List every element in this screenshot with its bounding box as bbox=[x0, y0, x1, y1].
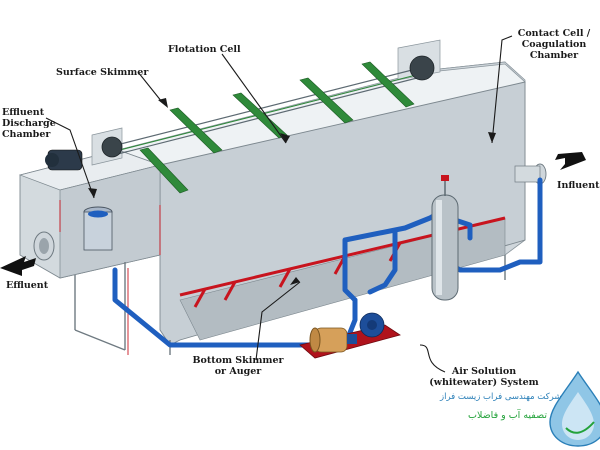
bottom-skimmer-label-line1: Bottom Skimmer bbox=[192, 355, 284, 366]
air-solution-label-line1: Air Solution bbox=[451, 366, 517, 377]
contact-cell-label-line3: Chamber bbox=[529, 50, 579, 61]
influent-arrow bbox=[555, 152, 586, 170]
saturator-vessel bbox=[431, 175, 459, 301]
contact-cell-label: Contact Cell / Coagulation Chamber bbox=[512, 28, 596, 61]
contact-cell-label-line2: Coagulation bbox=[521, 39, 587, 50]
contact-cell-label-line1: Contact Cell / bbox=[517, 28, 591, 39]
flotation-cell-label: Flotation Cell bbox=[168, 44, 241, 55]
air-solution-label-line2: (whitewater) System bbox=[429, 377, 539, 388]
leader-arrowheads bbox=[88, 98, 496, 285]
bottom-skimmer-label-line2: or Auger bbox=[214, 366, 262, 377]
effluent-discharge-label: Effluent Discharge Chamber bbox=[2, 107, 56, 140]
surface-skimmer-flights bbox=[139, 61, 415, 194]
effluent-arrow bbox=[0, 256, 36, 276]
air-solution-label: Air Solution (whitewater) System bbox=[428, 366, 540, 388]
company-name-watermark: شرکت مهندسی فراب زیست فراز bbox=[440, 392, 562, 402]
water-drop-logo bbox=[549, 370, 600, 447]
effluent-discharge-label-line1: Effluent bbox=[2, 107, 45, 118]
pump-skid bbox=[299, 312, 401, 359]
effluent-label: Effluent bbox=[6, 280, 49, 291]
leader-lines bbox=[45, 35, 513, 373]
company-tagline-watermark: تصفیه آب و فاضلاب bbox=[468, 410, 547, 421]
flow-arrows bbox=[0, 152, 586, 276]
surface-skimmer-label: Surface Skimmer bbox=[56, 67, 149, 78]
bottom-skimmer-label: Bottom Skimmer or Auger bbox=[188, 355, 288, 377]
tank bbox=[18, 39, 547, 355]
effluent-discharge-label-line2: Discharge bbox=[2, 118, 56, 129]
effluent-discharge-label-line3: Chamber bbox=[2, 129, 51, 140]
influent-label: Influent bbox=[557, 180, 600, 191]
